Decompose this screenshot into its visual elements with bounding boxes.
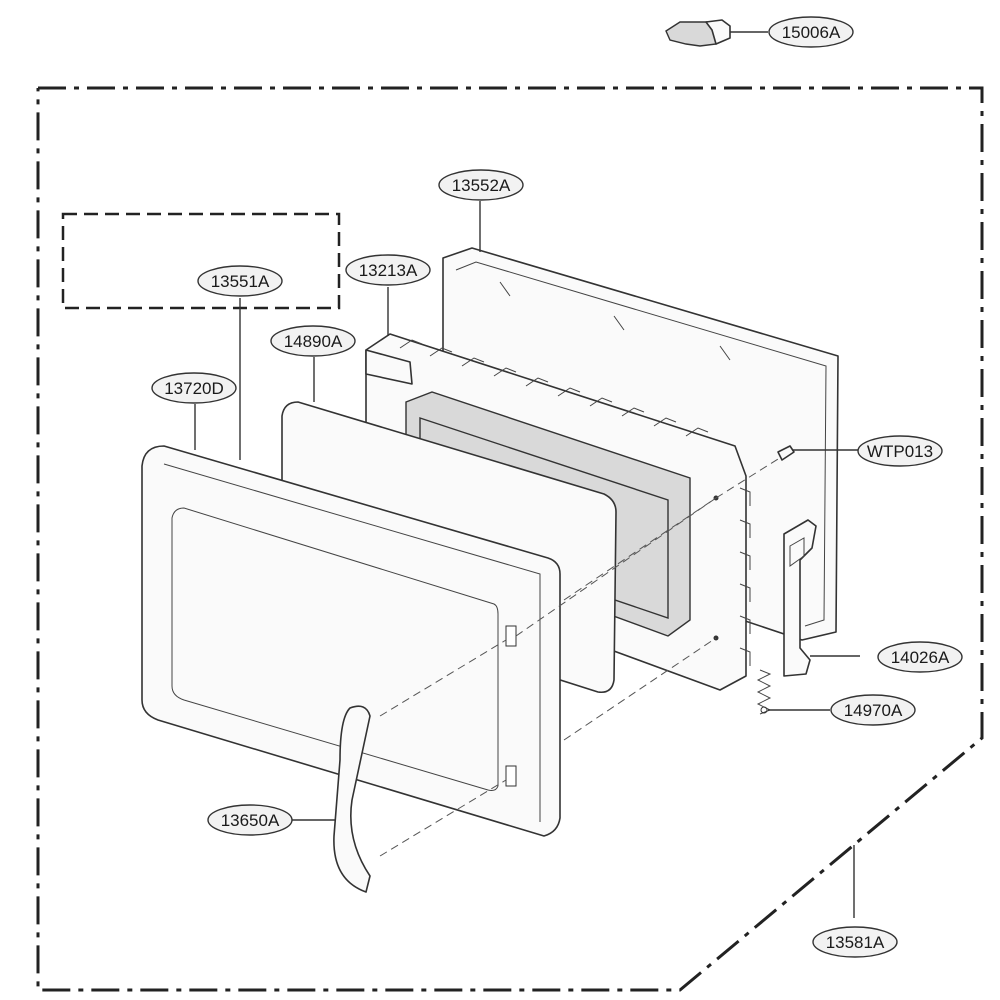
callout-label: 13650A — [221, 811, 280, 830]
callout-13581A: 13581A — [812, 926, 898, 958]
callout-label: 13551A — [211, 272, 270, 291]
subassembly-box — [61, 212, 341, 310]
callout-label: 13581A — [826, 933, 885, 952]
callout-label: 13720D — [164, 379, 224, 398]
callout-label: 13213A — [359, 261, 418, 280]
callout-label: 14026A — [891, 648, 950, 667]
callout-WTP013: WTP013 — [857, 435, 943, 467]
alignment-lines — [379, 453, 787, 857]
callout-13720D: 13720D — [151, 372, 237, 404]
part-14026A-latch-hook — [783, 519, 860, 677]
callout-label: 13552A — [452, 176, 511, 195]
callout-13650A: 13650A — [207, 804, 293, 836]
callout-15006A: 15006A — [768, 16, 854, 48]
part-13650A-handle — [290, 705, 371, 893]
callout-13551A: 13551A — [197, 265, 283, 297]
callout-13552A: 13552A — [438, 169, 524, 201]
callout-label: 14970A — [844, 701, 903, 720]
part-WTP013-screw — [777, 445, 858, 461]
callout-14026A: 14026A — [877, 641, 963, 673]
part-14970A-spring — [756, 669, 830, 715]
part-13720D-door-front — [141, 298, 561, 837]
part-15006A-latch — [665, 19, 768, 47]
callout-label: 14890A — [284, 332, 343, 351]
callout-13213A: 13213A — [345, 254, 431, 286]
callout-14890A: 14890A — [270, 325, 356, 357]
callout-label: 15006A — [782, 23, 841, 42]
assembly-boundary — [36, 86, 984, 992]
callout-label: WTP013 — [867, 442, 933, 461]
callout-14970A: 14970A — [830, 694, 916, 726]
